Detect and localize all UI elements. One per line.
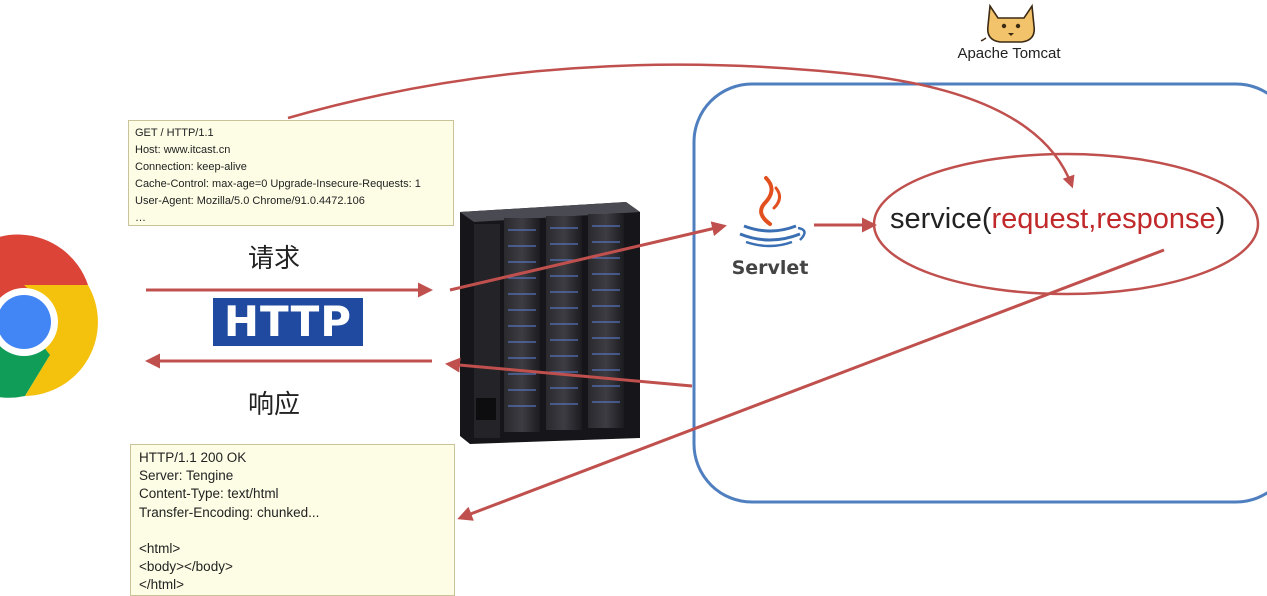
request-header-host: Host: www.itcast.cn	[135, 144, 231, 156]
response-body-line: </html>	[139, 577, 185, 593]
chrome-browser-icon	[0, 234, 98, 398]
request-line: GET / HTTP/1.1	[135, 127, 214, 139]
service-method: service(request,response)	[890, 203, 1225, 236]
tomcat-cat-logo	[980, 3, 1036, 43]
response-status-line: HTTP/1.1 200 OK	[139, 450, 247, 465]
service-close-paren: )	[1215, 203, 1226, 235]
response-header-transfer-encoding: Transfer-Encoding: chunked...	[139, 504, 320, 520]
response-body-line: <html>	[139, 540, 181, 556]
service-param-request: request	[991, 203, 1089, 235]
request-header-user-agent: User-Agent: Mozilla/5.0 Chrome/91.0.4472…	[135, 195, 365, 207]
response-label: 响应	[248, 390, 301, 420]
request-header-cache-control: Cache-Control: max-age=0 Upgrade-Insecur…	[135, 178, 421, 190]
server-rack-icon	[460, 202, 640, 444]
response-header-server: Server: Tengine	[139, 468, 234, 484]
arrow-request-to-service	[287, 63, 1075, 189]
tomcat-label: Apache Tomcat	[957, 45, 1061, 62]
http-response-message: HTTP/1.1 200 OK Server: Tengine Content-…	[130, 444, 455, 596]
tomcat-container	[692, 82, 1267, 504]
request-header-connection: Connection: keep-alive	[135, 161, 247, 173]
http-request-message: GET / HTTP/1.1 Host: www.itcast.cn Conne…	[128, 120, 454, 226]
http-badge: HTTP	[213, 298, 363, 346]
service-param-separator: ,	[1088, 203, 1097, 235]
request-ellipsis: …	[135, 212, 146, 224]
service-method-name: service(	[890, 203, 992, 235]
request-label: 请求	[248, 244, 301, 274]
response-body-line: <body></body>	[139, 559, 233, 575]
java-coffee-icon	[739, 176, 806, 248]
arrow-server-to-servlet	[449, 221, 727, 292]
service-param-response: response	[1096, 203, 1216, 235]
response-blank-line	[139, 522, 446, 540]
response-header-content-type: Content-Type: text/html	[139, 486, 279, 502]
servlet-label: Servlet	[731, 257, 809, 279]
arrow-tomcat-to-server	[445, 357, 693, 388]
arrow-service-to-response	[457, 248, 1165, 521]
